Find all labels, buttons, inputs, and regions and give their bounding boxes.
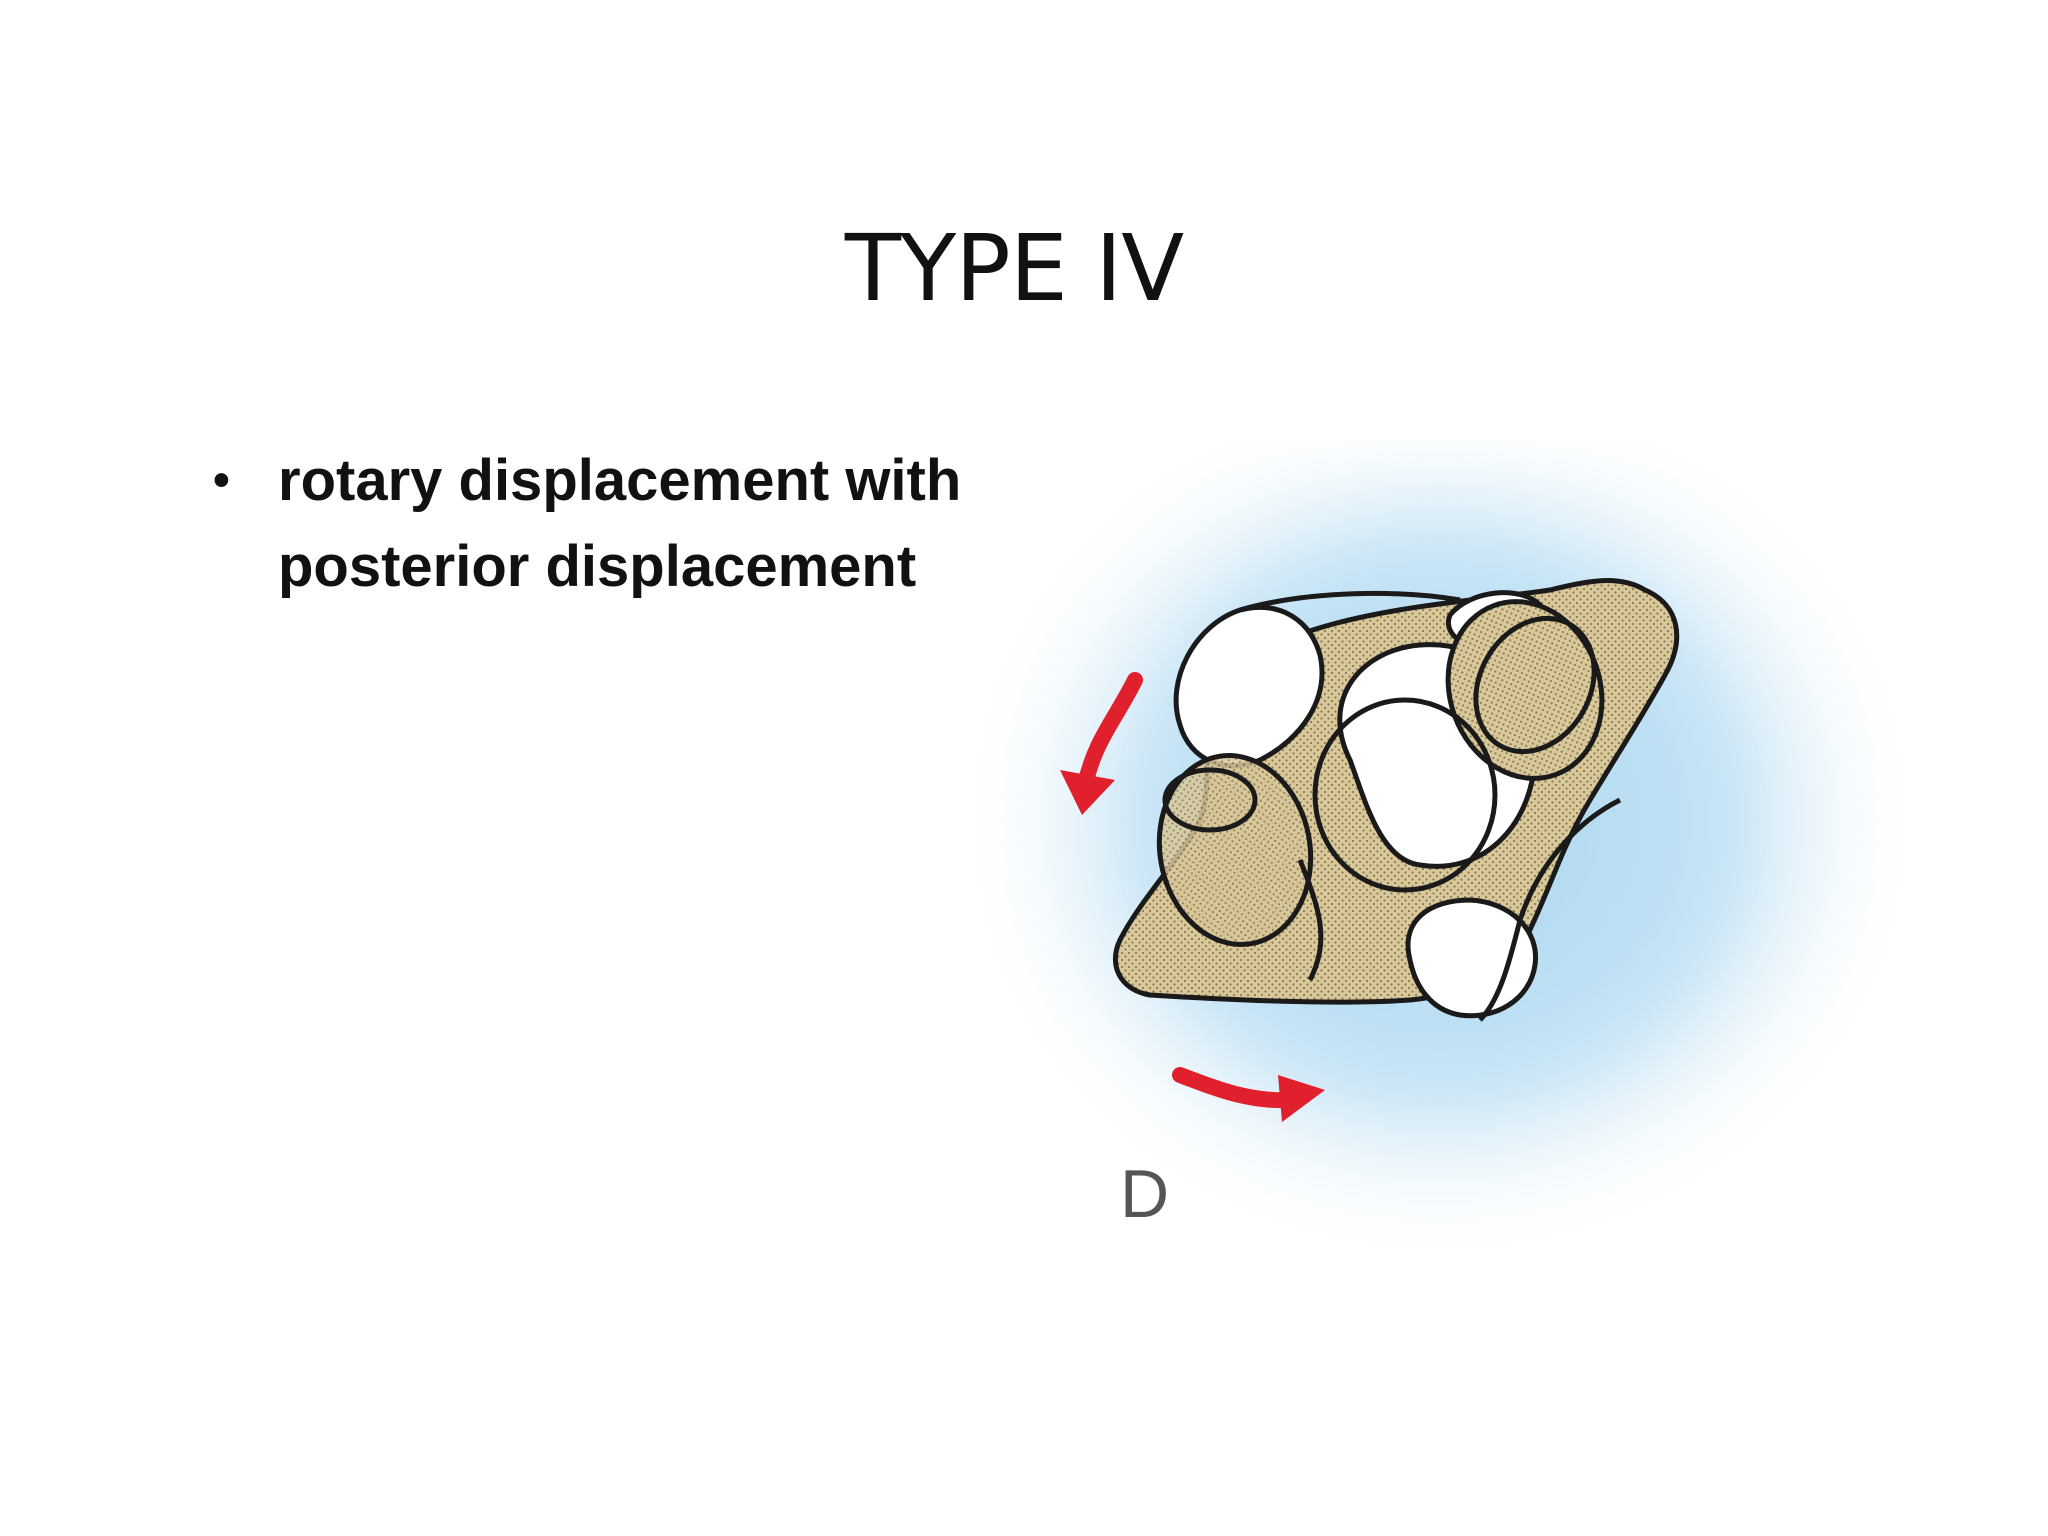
bone-oval-middle-left <box>1156 753 1314 947</box>
bullet-text: rotary displacement with posterior displ… <box>278 448 962 599</box>
figure-label: D <box>1120 1156 1170 1232</box>
bone-outline-bottom-white <box>1405 897 1539 1019</box>
bone-contour-lower <box>1297 859 1324 982</box>
bullet-list: • rotary displacement with posterior dis… <box>205 438 965 610</box>
bone-oval-center <box>1312 697 1498 893</box>
bone-oval-small-left <box>1162 767 1258 833</box>
bullet-dot-icon: • <box>213 454 230 507</box>
bone-contour-right <box>1478 797 1622 1022</box>
slide-title: TYPE IV <box>844 215 1184 322</box>
bone-contour-top <box>1239 590 1461 613</box>
carpal-rotation-figure <box>980 440 1900 1300</box>
rotation-arrow-icon <box>1060 672 1143 815</box>
rotation-arrow-icon <box>1172 1067 1325 1122</box>
carpal-bones-illustration <box>1000 460 1880 1260</box>
bullet-item: • rotary displacement with posterior dis… <box>205 438 965 610</box>
bone-oval-upper-right-inner <box>1473 615 1597 755</box>
